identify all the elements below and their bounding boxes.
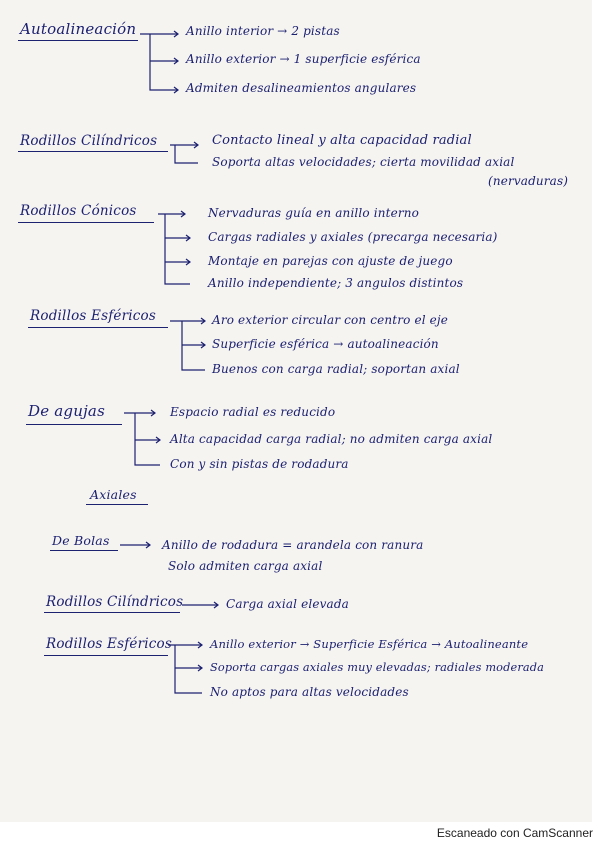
heading-underline bbox=[18, 151, 168, 152]
list-item: Soporta altas velocidades; cierta movili… bbox=[212, 155, 515, 169]
list-item: No aptos para altas velocidades bbox=[210, 685, 409, 699]
section-heading: Autoalineación bbox=[20, 20, 137, 38]
heading-underline bbox=[50, 550, 118, 551]
list-item: Contacto lineal y alta capacidad radial bbox=[212, 133, 472, 148]
list-item: Con y sin pistas de rodadura bbox=[170, 457, 349, 471]
list-item: Espacio radial es reducido bbox=[170, 405, 336, 419]
list-item: Alta capacidad carga radial; no admiten … bbox=[170, 432, 493, 446]
list-item: Anillo independiente; 3 angulos distinto… bbox=[208, 276, 464, 290]
list-item: Solo admiten carga axial bbox=[168, 559, 323, 573]
heading-underline bbox=[44, 655, 168, 656]
heading-underline bbox=[28, 327, 168, 328]
list-item: Cargas radiales y axiales (precarga nece… bbox=[208, 230, 498, 244]
list-item: Nervaduras guía en anillo interno bbox=[208, 206, 419, 220]
list-item: Admiten desalineamientos angulares bbox=[186, 81, 417, 95]
list-item: Anillo de rodadura = arandela con ranura bbox=[162, 538, 424, 552]
list-item: Soporta cargas axiales muy elevadas; rad… bbox=[210, 661, 545, 674]
heading-underline bbox=[18, 222, 154, 223]
heading-underline bbox=[18, 40, 138, 41]
list-item: Anillo interior → 2 pistas bbox=[186, 24, 340, 38]
subsection-heading: Axiales bbox=[90, 487, 137, 502]
list-item: Anillo exterior → Superficie Esférica → … bbox=[210, 637, 529, 651]
section-heading: Rodillos Esféricos bbox=[30, 308, 156, 324]
heading-underline bbox=[86, 504, 148, 505]
section-heading: De Bolas bbox=[52, 533, 110, 548]
heading-underline bbox=[44, 612, 180, 613]
section-heading: De agujas bbox=[28, 402, 105, 420]
section-heading: Rodillos Esféricos bbox=[46, 636, 172, 652]
scanned-page bbox=[0, 0, 592, 822]
list-item: Buenos con carga radial; soportan axial bbox=[212, 362, 460, 376]
list-item: Montaje en parejas con ajuste de juego bbox=[208, 254, 453, 268]
section-heading: Rodillos Cónicos bbox=[20, 203, 137, 219]
list-item: Anillo exterior → 1 superficie esférica bbox=[186, 52, 421, 66]
heading-underline bbox=[26, 424, 122, 425]
list-item: Aro exterior circular con centro el eje bbox=[212, 313, 449, 327]
section-heading: Rodillos Cilíndricos bbox=[46, 594, 184, 610]
list-item: Carga axial elevada bbox=[226, 597, 349, 611]
scanner-watermark: Escaneado con CamScanner bbox=[436, 826, 593, 840]
list-item: (nervaduras) bbox=[488, 174, 569, 188]
section-heading: Rodillos Cilíndricos bbox=[20, 133, 158, 149]
list-item: Superficie esférica → autoalineación bbox=[212, 337, 439, 351]
